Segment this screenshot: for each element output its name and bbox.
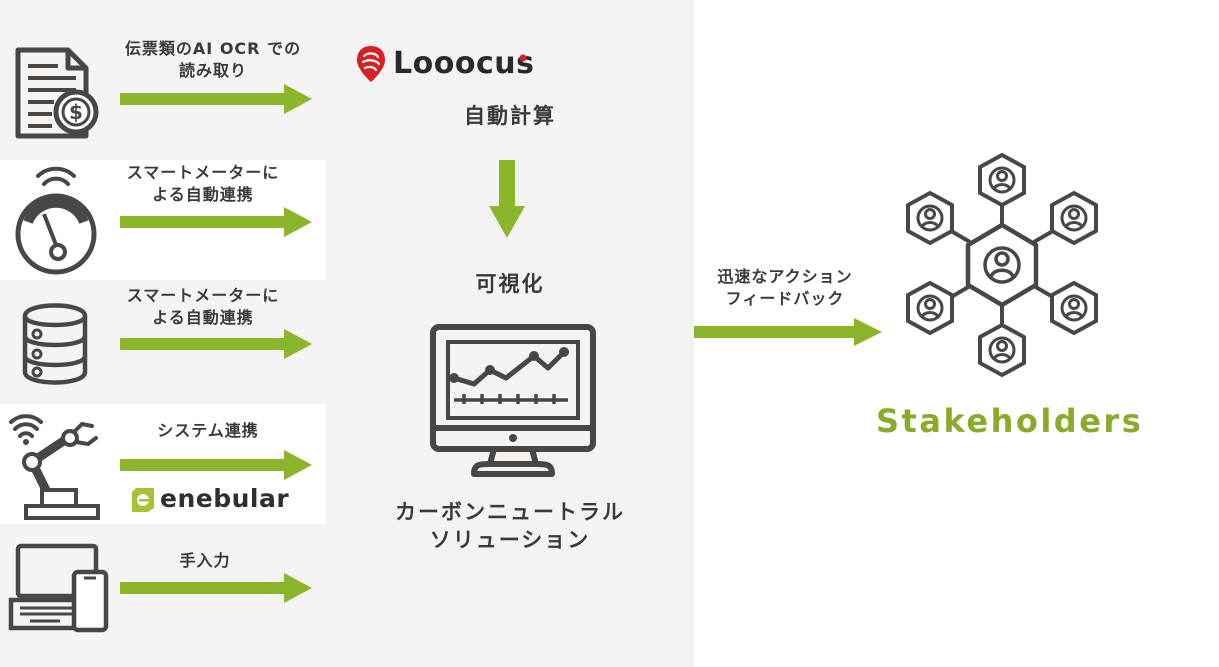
source-label: 手入力 <box>179 551 231 570</box>
source-label: システム連携 <box>157 421 259 440</box>
arrow-right <box>120 573 312 603</box>
robot-arm-wifi-icon <box>9 414 100 520</box>
svg-text:$: $ <box>69 100 83 124</box>
solution-panel <box>326 0 694 667</box>
smart-meter-gauge-icon <box>15 166 97 275</box>
source-label: 伝票類のAI OCR での 読み取り <box>124 39 302 80</box>
feedback-label: 迅速なアクション フィードバック <box>717 267 853 308</box>
database-icon <box>22 303 88 385</box>
arrow-right <box>120 450 312 480</box>
laptop-phone-icon <box>8 543 109 633</box>
stakeholder-network-icon <box>906 152 1098 378</box>
arrow-down <box>489 160 525 238</box>
enebular-logo: enebular <box>160 484 290 513</box>
source-label: スマートメーターに よる自動連携 <box>126 163 280 204</box>
arrow-right <box>120 84 312 114</box>
visualize-label: 可視化 <box>475 272 545 296</box>
looocus-logo: Looocus <box>393 46 535 81</box>
arrow-right <box>120 329 312 359</box>
arrow-right <box>120 207 312 237</box>
stakeholders-label: Stakeholders <box>876 402 1144 440</box>
arrow-right <box>694 318 882 346</box>
looocus-logo-icon <box>357 46 385 82</box>
monitor-chart-icon <box>430 324 596 477</box>
invoice-dollar-icon: $ <box>15 47 99 139</box>
solution-label: カーボンニュートラル ソリューション <box>395 500 625 552</box>
enebular-logo-icon <box>132 488 154 512</box>
brand-dot <box>519 54 527 62</box>
auto-calc-label: 自動計算 <box>464 104 556 128</box>
source-label: スマートメーターに よる自動連携 <box>126 286 280 327</box>
